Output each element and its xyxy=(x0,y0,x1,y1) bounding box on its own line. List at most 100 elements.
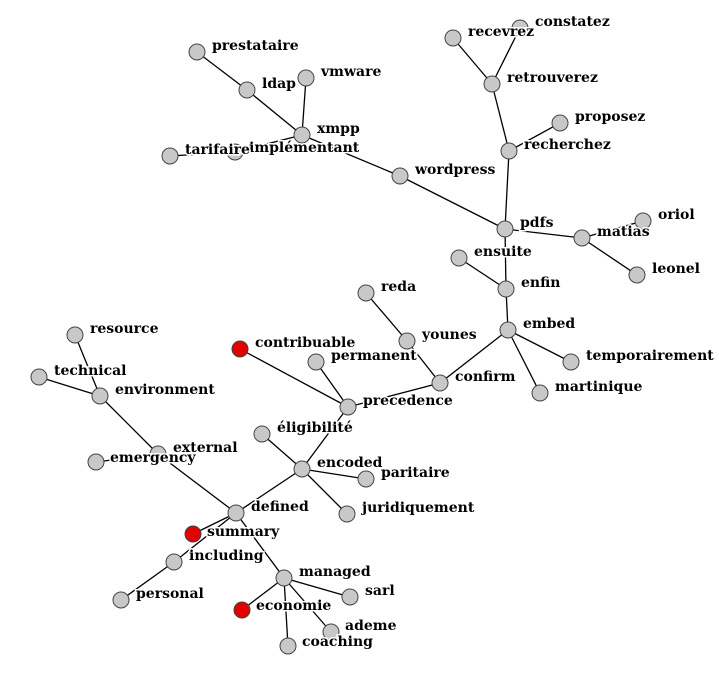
node-external[interactable] xyxy=(149,445,167,463)
edge-contribuable-precedence xyxy=(239,348,349,408)
node-xmpp[interactable] xyxy=(293,126,311,144)
node-label-pdfs: pdfs xyxy=(520,215,554,231)
node-sarl[interactable] xyxy=(341,588,359,606)
edge-matias-oriol xyxy=(581,220,644,239)
node-label-sarl: sarl xyxy=(365,583,395,599)
node-label-encoded: encoded xyxy=(317,455,383,471)
node-label-oriol: oriol xyxy=(658,207,695,223)
node-label-recherchez: recherchez xyxy=(524,137,611,153)
node-layer xyxy=(30,19,652,655)
node-prestataire[interactable] xyxy=(188,43,206,61)
node-label-coaching: coaching xyxy=(302,634,373,650)
node-oriol[interactable] xyxy=(634,212,652,230)
node-managed[interactable] xyxy=(275,569,293,587)
node-economie[interactable] xyxy=(233,601,251,619)
node-label-vmware: vmware xyxy=(320,64,381,80)
node-label-temporairement: temporairement xyxy=(586,348,714,364)
node-label-reda: reda xyxy=(381,279,416,295)
node-enfin[interactable] xyxy=(497,280,515,298)
node-label-eligibilite: éligibilité xyxy=(277,420,353,436)
edge-xmpp-implementant xyxy=(234,134,303,153)
node-contribuable[interactable] xyxy=(231,340,249,358)
node-ademe[interactable] xyxy=(322,623,340,641)
node-defined[interactable] xyxy=(227,504,245,522)
node-leonel[interactable] xyxy=(628,266,646,284)
node-label-ldap: ldap xyxy=(262,76,296,92)
node-including[interactable] xyxy=(165,553,183,571)
edge-matias-leonel xyxy=(581,237,638,276)
node-personal[interactable] xyxy=(112,591,130,609)
edge-ensuite-enfin xyxy=(458,257,507,290)
edge-ldap-xmpp xyxy=(246,89,303,136)
node-label-including: including xyxy=(189,548,264,564)
node-label-precedence: precedence xyxy=(363,393,453,409)
edge-technical-environment xyxy=(38,376,101,397)
node-label-proposez: proposez xyxy=(575,109,645,125)
node-label-martinique: martinique xyxy=(555,379,643,395)
node-label-enfin: enfin xyxy=(521,275,560,291)
node-technical[interactable] xyxy=(30,368,48,386)
node-label-external: external xyxy=(173,440,238,456)
edge-encoded-defined xyxy=(235,468,303,514)
node-implementant[interactable] xyxy=(226,143,244,161)
node-ensuite[interactable] xyxy=(450,249,468,267)
edge-pdfs-matias xyxy=(504,228,583,239)
node-juridiquement[interactable] xyxy=(338,505,356,523)
edge-resource-environment xyxy=(74,334,101,397)
node-constatez[interactable] xyxy=(511,19,529,37)
node-label-implementant: implémentant xyxy=(249,140,360,156)
node-wordpress[interactable] xyxy=(391,167,409,185)
node-label-personal: personal xyxy=(136,586,204,602)
edge-including-personal xyxy=(120,561,175,601)
edge-retrouverez-recherchez xyxy=(491,83,510,152)
node-recherchez[interactable] xyxy=(500,142,518,160)
node-coaching[interactable] xyxy=(279,637,297,655)
node-permanent[interactable] xyxy=(307,353,325,371)
node-younes[interactable] xyxy=(398,332,416,350)
node-label-emergency: emergency xyxy=(110,450,196,466)
edge-prestataire-ldap xyxy=(196,51,248,91)
node-label-managed: managed xyxy=(299,564,371,580)
node-temporairement[interactable] xyxy=(562,353,580,371)
node-martinique[interactable] xyxy=(531,384,549,402)
node-reda[interactable] xyxy=(357,284,375,302)
node-confirm[interactable] xyxy=(431,374,449,392)
node-ldap[interactable] xyxy=(238,81,256,99)
node-embed[interactable] xyxy=(499,321,517,339)
node-paritaire[interactable] xyxy=(357,470,375,488)
node-label-ensuite: ensuite xyxy=(474,244,532,260)
label-layer: prestataire ldap vmware xmpp implémentanttar… xyxy=(53,13,716,652)
node-matias[interactable] xyxy=(573,229,591,247)
node-label-tarifaire: tarifaire xyxy=(185,142,250,158)
edge-precedence-encoded xyxy=(301,406,349,470)
node-vmware[interactable] xyxy=(297,69,315,87)
node-environment[interactable] xyxy=(91,387,109,405)
node-encoded[interactable] xyxy=(293,460,311,478)
node-label-embed: embed xyxy=(523,316,575,332)
edge-defined-managed xyxy=(235,512,285,579)
edge-managed-ademe xyxy=(283,577,332,633)
node-label-economie: economie xyxy=(256,598,331,614)
edge-eligibilite-encoded xyxy=(261,433,303,470)
node-resource[interactable] xyxy=(66,326,84,344)
node-label-technical: technical xyxy=(54,363,127,379)
node-eligibilite[interactable] xyxy=(253,425,271,443)
node-pdfs[interactable] xyxy=(496,220,514,238)
node-label-xmpp: xmpp xyxy=(317,121,360,137)
edge-embed-martinique xyxy=(507,329,541,394)
node-label-matias: matias xyxy=(597,224,650,240)
node-label-prestataire: prestataire xyxy=(212,38,299,54)
node-precedence[interactable] xyxy=(339,398,357,416)
node-proposez[interactable] xyxy=(551,114,569,132)
edge-encoded-paritaire xyxy=(301,468,367,480)
node-retrouverez[interactable] xyxy=(483,75,501,93)
node-tarifaire[interactable] xyxy=(161,147,179,165)
node-recevrez[interactable] xyxy=(444,29,462,47)
node-summary[interactable] xyxy=(184,525,202,543)
edge-confirm-precedence xyxy=(347,382,441,408)
edge-embed-temporairement xyxy=(507,329,572,363)
node-label-environment: environment xyxy=(115,382,215,398)
node-label-recevrez: recevrez xyxy=(468,24,534,40)
node-emergency[interactable] xyxy=(87,453,105,471)
